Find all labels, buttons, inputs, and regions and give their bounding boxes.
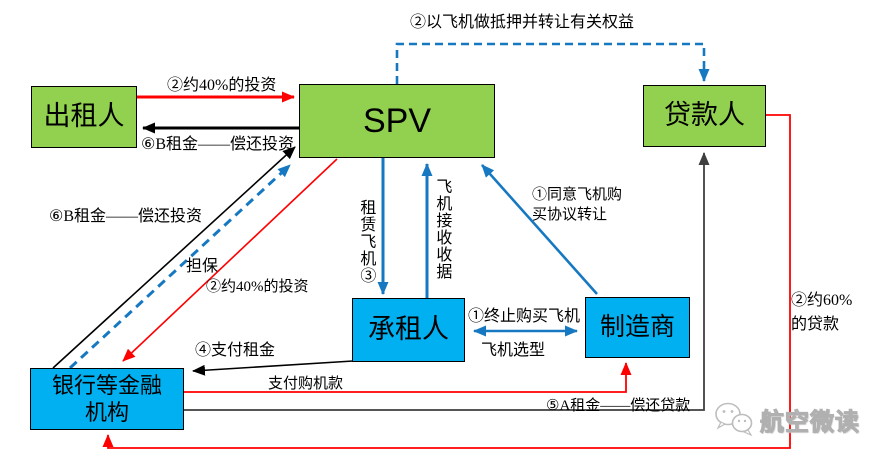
box-bank-label: 银行等金融 机构	[51, 372, 162, 426]
arrow-pay-rent	[192, 360, 354, 376]
box-lessor-label: 出租人	[43, 101, 125, 132]
box-manufacturer-label: 制造商	[599, 313, 675, 341]
wechat-icon	[715, 402, 753, 437]
label-pay-rent: ④支付租金	[195, 342, 276, 359]
label-terminate-purchase: ①终止购买飞机	[468, 308, 581, 325]
arrow-agree-transfer	[481, 164, 598, 295]
box-spv: SPV	[299, 84, 495, 158]
arrow-guarantee	[68, 163, 292, 370]
label-lease-aircraft: 租赁飞机③	[357, 199, 375, 284]
watermark-text: 航空微读	[760, 408, 860, 436]
arrow-pay-purchase	[184, 362, 632, 393]
label-aircraft-selection: 飞机选型	[481, 342, 546, 359]
arrow-rentA-repay-loan	[184, 152, 710, 411]
arrow-loan60	[102, 114, 791, 449]
label-pay-purchase: 支付购机款	[268, 376, 344, 392]
label-agree-transfer: ①同意飞机购 买协议转让	[532, 187, 623, 223]
watermark: 航空微读	[712, 401, 860, 437]
box-lessee-label: 承租人	[368, 314, 449, 345]
arrow-mortgage-transfer	[395, 42, 710, 84]
arrow-invest40-diagonal	[122, 158, 338, 362]
label-mortgage-transfer: ②以飞机做抵押并转让有关权益	[410, 14, 635, 31]
box-lender-label: 贷款人	[664, 100, 745, 131]
label-rentA-repay-loan: ⑤A租金——偿还贷款	[546, 398, 691, 414]
box-manufacturer: 制造商	[585, 297, 690, 358]
box-lessee: 承租人	[352, 298, 465, 362]
label-invest40-top: ②约40%的投资	[167, 77, 277, 94]
label-rentB-top: ⑥B租金——偿还投资	[141, 136, 295, 153]
label-rentB-diagonal: ⑥B租金——偿还投资	[49, 208, 203, 225]
box-lender: 贷款人	[643, 85, 766, 147]
box-bank: 银行等金融 机构	[30, 368, 184, 430]
box-spv-label: SPV	[362, 101, 432, 140]
box-lessor: 出租人	[31, 86, 137, 148]
label-loan60: ②约60% 的贷款	[791, 292, 853, 333]
label-aircraft-receipt: 飞机接收收据	[433, 178, 451, 280]
arrow-rentB-diagonal	[52, 146, 296, 369]
label-guarantee: 担保	[186, 258, 219, 275]
label-invest40-diagonal: ②约40%的投资	[206, 279, 309, 295]
